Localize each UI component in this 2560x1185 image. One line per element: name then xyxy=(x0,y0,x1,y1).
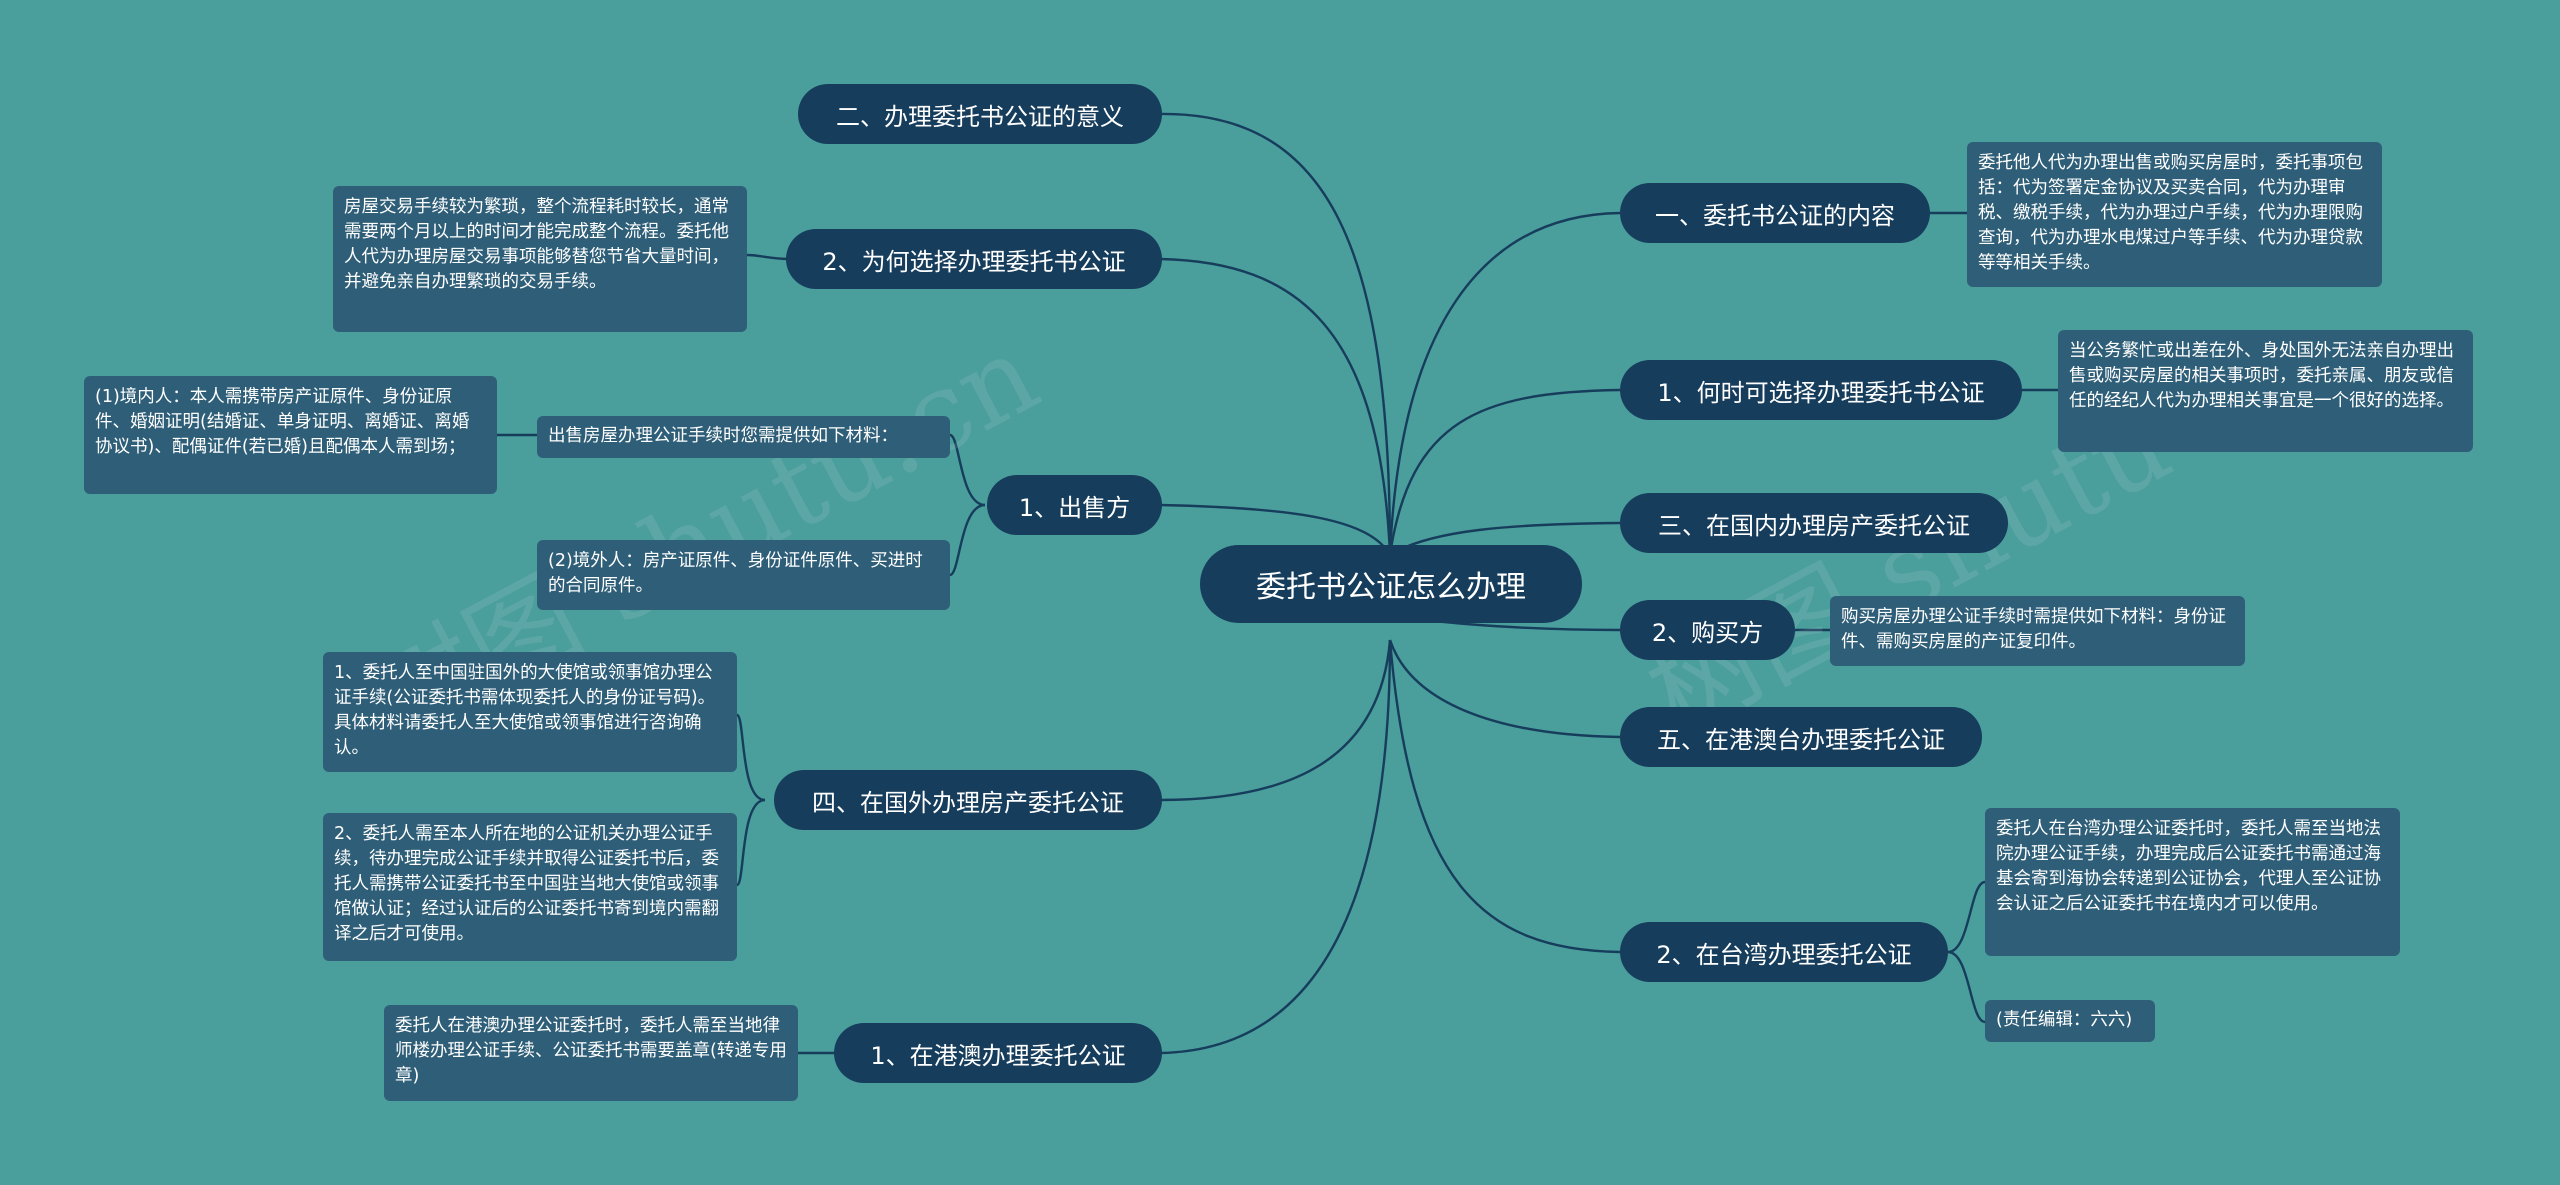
note-buyer: 购买房屋办理公证手续时需提供如下材料：身份证件、需购买房屋的产证复印件。 xyxy=(1830,596,2245,666)
branch-taiwan[interactable]: 2、在台湾办理委托公证 xyxy=(1620,922,1948,982)
branch-significance[interactable]: 二、办理委托书公证的意义 xyxy=(798,84,1162,144)
link-why-note xyxy=(746,253,791,261)
branch-why[interactable]: 2、为何选择办理委托书公证 xyxy=(786,229,1162,289)
link-taiwan-editor xyxy=(1947,950,1986,1024)
link-abroad-step2 xyxy=(735,798,766,887)
link-hmt xyxy=(1388,639,1621,739)
link-hkmacao xyxy=(1159,639,1392,1055)
link-when xyxy=(1388,388,1621,556)
branch-hkmacao[interactable]: 1、在港澳办理委托公证 xyxy=(834,1023,1162,1083)
note-abroad-step1: 1、委托人至中国驻国外的大使馆或领事馆办理公证手续(公证委托书需体现委托人的身份… xyxy=(323,652,737,772)
note-hkmacao: 委托人在港澳办理公证委托时，委托人需至当地律师楼办理公证手续、公证委托书需要盖章… xyxy=(384,1005,798,1101)
note-sale-overseas: (2)境外人：房产证原件、身份证件原件、买进时的合同原件。 xyxy=(537,540,950,610)
branch-abroad[interactable]: 四、在国外办理房产委托公证 xyxy=(774,770,1162,830)
branch-buyer[interactable]: 2、购买方 xyxy=(1620,600,1795,660)
note-sale-materials: 出售房屋办理公证手续时您需提供如下材料： xyxy=(537,416,950,458)
link-sale xyxy=(1159,503,1392,556)
link-abroad xyxy=(1159,639,1392,802)
branch-when[interactable]: 1、何时可选择办理委托书公证 xyxy=(1620,360,2022,420)
note-taiwan-editor: (责任编辑：六六) xyxy=(1985,1000,2155,1042)
link-why xyxy=(1159,257,1392,556)
note-when: 当公务繁忙或出差在外、身处国外无法亲自办理出售或购买房屋的相关事项时，委托亲属、… xyxy=(2058,330,2473,452)
note-abroad-step2: 2、委托人需至本人所在地的公证机关办理公证手续，待办理完成公证手续并取得公证委托… xyxy=(323,813,737,961)
link-taiwan xyxy=(1388,639,1621,954)
branch-domestic[interactable]: 三、在国内办理房产委托公证 xyxy=(1620,493,2008,553)
note-content: 委托他人代为办理出售或购买房屋时，委托事项包括：代为签署定金协议及买卖合同，代为… xyxy=(1967,142,2382,287)
note-taiwan: 委托人在台湾办理公证委托时，委托人需至当地法院办理公证手续，办理完成后公证委托书… xyxy=(1985,808,2400,956)
link-sale-overseas xyxy=(949,503,986,577)
branch-hmt[interactable]: 五、在港澳台办理委托公证 xyxy=(1620,707,1982,767)
branch-sale[interactable]: 1、出售方 xyxy=(987,475,1162,535)
note-sale-domestic: (1)境内人：本人需携带房产证原件、身份证原件、婚姻证明(结婚证、单身证明、离婚… xyxy=(84,376,497,494)
link-significance xyxy=(1159,112,1392,556)
link-taiwan-note xyxy=(1947,880,1986,954)
root-topic[interactable]: 委托书公证怎么办理 xyxy=(1200,545,1582,623)
branch-content[interactable]: 一、委托书公证的内容 xyxy=(1620,183,1930,243)
link-content xyxy=(1388,211,1621,556)
note-why: 房屋交易手续较为繁琐，整个流程耗时较长，通常需要两个月以上的时间才能完成整个流程… xyxy=(333,186,747,332)
link-abroad-step1 xyxy=(735,713,766,802)
link-sale-materials xyxy=(949,433,986,507)
